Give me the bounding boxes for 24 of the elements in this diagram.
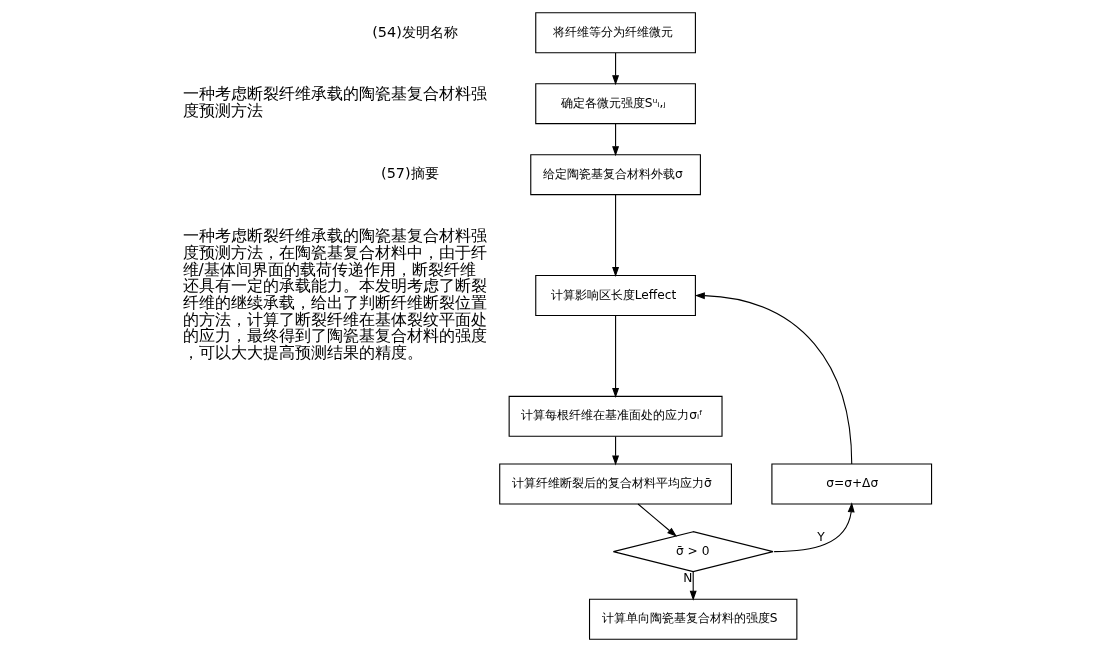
node-box: 计算影响区长度Leffect	[534, 275, 696, 317]
arrow	[694, 292, 852, 465]
node-box: σ=σ+Δσ	[770, 463, 932, 505]
node-box: 计算单向陶瓷基复合材料的强度S	[588, 598, 797, 640]
arrow	[611, 52, 619, 86]
arrow	[689, 571, 697, 601]
edge-label: N	[682, 570, 692, 585]
edge-label: Y	[816, 529, 825, 544]
node-diamond: σ̄ > 0	[612, 531, 774, 573]
label: 一种考虑断裂纤维承载的陶瓷基复合材料强度预测方法	[182, 85, 487, 121]
arrow	[611, 315, 619, 398]
label: 一种考虑断裂纤维承载的陶瓷基复合材料强度预测方法，在陶瓷基复合材料中，由于纤维/基体间界面的载荷传递作用，断裂纤维还具有一定的承载能力。本发明考虑了断裂纤维的继续承载，给出了判断纤维断裂位置的方法，计算了断裂纤维在基体裂纹平面处的应力，最终得到了陶瓷基复合材料的强度，可以大大提高预测结果的精度。	[182, 227, 487, 362]
label: (57)摘要	[380, 165, 439, 182]
node-box: 确定各微元强度Sᵘᵢ,ⱼ	[534, 83, 696, 125]
arrow	[611, 123, 619, 157]
arrow	[611, 435, 619, 466]
arrow	[611, 194, 619, 278]
node-box: 将纤维等分为纤维微元	[534, 12, 696, 54]
arrow	[773, 502, 855, 553]
node-box: 给定陶瓷基复合材料外载σ	[529, 154, 701, 196]
node-box: 计算纤维断裂后的复合材料平均应力σ̄	[498, 463, 732, 505]
node-box: 计算每根纤维在基准面处的应力σᵢᶠ	[508, 395, 723, 437]
label: (54)发明名称	[371, 23, 458, 40]
arrow	[636, 503, 677, 537]
